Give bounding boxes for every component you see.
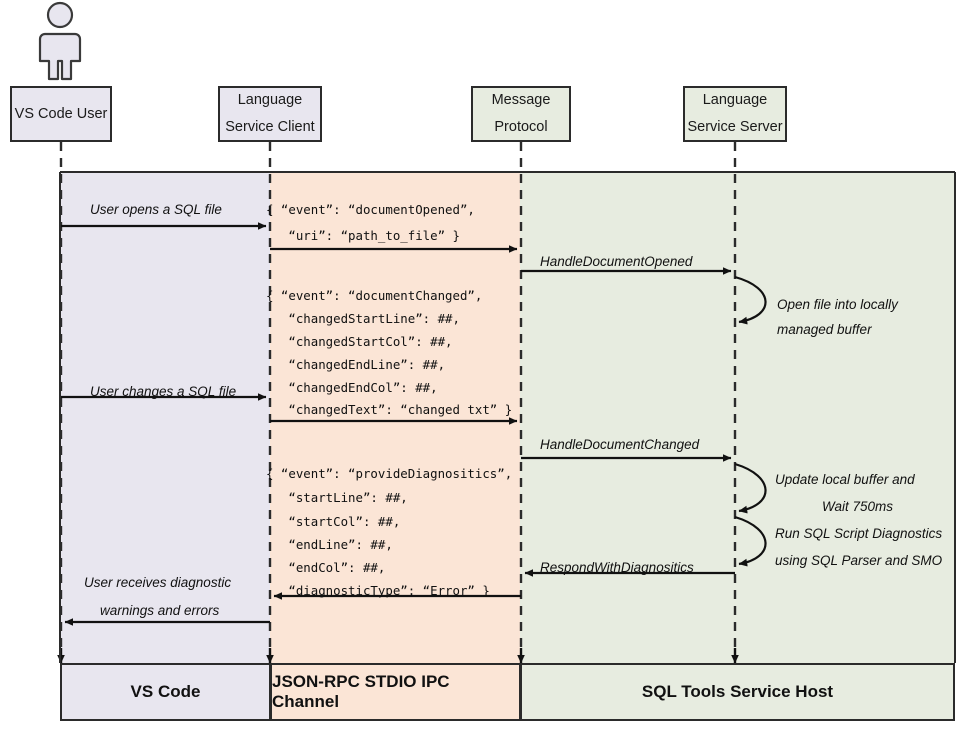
payload-document-changed-line1: { “event”: “documentChanged”, [266, 288, 483, 303]
payload-provide-diagnostics-line6: “diagnosticType”: “Error” } [266, 583, 490, 598]
footer-label: SQL Tools Service Host [641, 682, 834, 701]
note-run-diagnostics-line2: using SQL Parser and SMO [775, 553, 943, 568]
selfloop-open-file-buffer [734, 275, 767, 325]
payload-provide-diagnostics-line1: { “event”: “provideDiagnositics”, [266, 466, 513, 481]
label-handle-document-opened: HandleDocumentOpened [540, 254, 693, 269]
payload-provide-diagnostics-line5: “endCol”: ##, [266, 560, 386, 575]
payload-document-changed-line2: “changedStartLine”: ##, [266, 311, 460, 326]
label-handle-document-changed: HandleDocumentChanged [540, 437, 700, 452]
payload-provide-diagnostics-line3: “startCol”: ##, [266, 514, 401, 529]
lane-band-vscode [60, 172, 270, 663]
participant-label-line1: VS Code User [14, 105, 108, 122]
payload-document-changed-line5: “changedEndCol”: ##, [266, 380, 438, 395]
participant-box-message-protocol[interactable]: Message Protocol [471, 86, 571, 142]
note-open-file-buffer-line1: Open file into locally [777, 297, 898, 312]
payload-document-opened-line2: “uri”: “path_to_file” } [266, 228, 460, 243]
participant-label-line1: Message [491, 92, 551, 109]
payload-document-opened-line1: { “event”: “documentOpened”, [266, 202, 475, 217]
selfloop-update-buffer-wait [734, 462, 767, 514]
participant-label-line2: Service Server [687, 119, 783, 135]
selfloop-run-sql-diagnostics [734, 515, 767, 567]
footer-jsonrpc-stdio-ipc-channel[interactable]: JSON-RPC STDIO IPC Channel [270, 663, 521, 721]
lane-band-ipc [270, 172, 520, 663]
footer-sql-tools-service-host[interactable]: SQL Tools Service Host [520, 663, 955, 721]
participant-box-language-service-client[interactable]: Language Service Client [218, 86, 322, 142]
participant-box-language-service-server[interactable]: Language Service Server [683, 86, 787, 142]
participant-label-line1: Language [237, 92, 303, 109]
participant-label-line2: Protocol [494, 119, 548, 135]
footer-label: JSON-RPC STDIO IPC Channel [272, 672, 450, 711]
participant-label-line2: Service Client [225, 119, 315, 135]
payload-document-changed-line6: “changedText”: “changed txt” } [266, 402, 513, 417]
note-update-buffer-line2: Wait 750ms [822, 499, 894, 514]
label-respond-with-diagnostics: RespondWithDiagnositics [540, 560, 694, 575]
note-update-buffer-line1: Update local buffer and [775, 472, 915, 487]
lane-band-service [520, 172, 955, 663]
payload-provide-diagnostics-line4: “endLine”: ##, [266, 537, 393, 552]
payload-provide-diagnostics-line2: “startLine”: ##, [266, 490, 408, 505]
footer-label: VS Code [130, 682, 201, 701]
label-user-receives-diagnostics-line2: warnings and errors [100, 603, 220, 618]
payload-document-changed-line4: “changedEndLine”: ##, [266, 357, 446, 372]
label-user-opens-sql-file: User opens a SQL file [90, 202, 222, 217]
vs-code-user-actor-icon [38, 1, 82, 81]
participant-box-vs-code-user[interactable]: VS Code User [10, 86, 112, 142]
label-user-receives-diagnostics-line1: User receives diagnostic [84, 575, 232, 590]
note-open-file-buffer-line2: managed buffer [777, 322, 872, 337]
participant-label-line1: Language [702, 92, 768, 109]
note-run-diagnostics-line1: Run SQL Script Diagnostics [775, 526, 943, 541]
label-user-changes-sql-file: User changes a SQL file [90, 384, 237, 399]
payload-document-changed-line3: “changedStartCol”: ##, [266, 334, 453, 349]
